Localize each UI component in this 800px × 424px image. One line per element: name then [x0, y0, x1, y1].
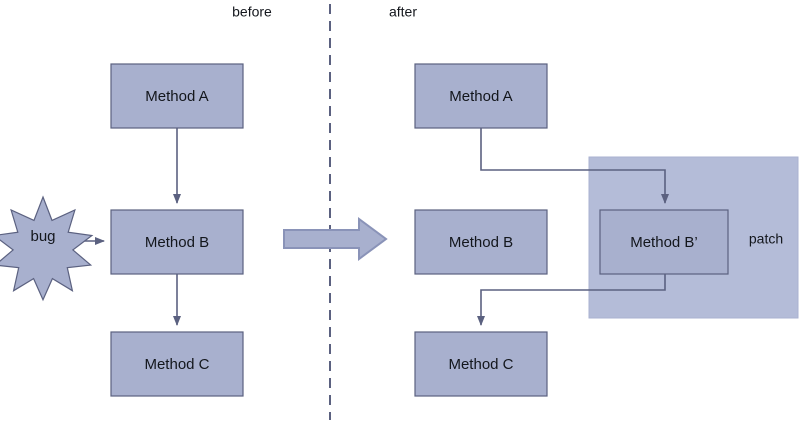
- before-title: before: [232, 4, 272, 20]
- after-method-b-box: [414, 209, 548, 275]
- patch-region-label: patch: [749, 231, 783, 247]
- before-method-c[interactable]: Method C: [110, 331, 244, 397]
- bug-star-shape: [0, 195, 94, 302]
- after-method-c-box: [414, 331, 548, 397]
- after-method-c[interactable]: Method C: [414, 331, 548, 397]
- after-method-a-box: [414, 63, 548, 129]
- before-method-c-label: Method C: [144, 356, 209, 373]
- after-title: after: [389, 4, 417, 20]
- after-method-b-label: Method B: [449, 234, 513, 251]
- after-method-b[interactable]: Method B: [414, 209, 548, 275]
- before-method-b-label: Method B: [145, 234, 209, 251]
- after-method-a-label: Method A: [449, 88, 512, 105]
- after-connectors: [477, 128, 669, 326]
- bug-star-label: bug: [30, 228, 55, 245]
- after-method-b-prime-box: [599, 209, 729, 275]
- after-method-b-prime-label: Method B’: [630, 234, 698, 251]
- before-method-b[interactable]: Method B: [110, 209, 244, 275]
- after-method-b-prime[interactable]: Method B’: [599, 209, 729, 275]
- before-method-b-box: [110, 209, 244, 275]
- bug-star[interactable]: bug: [0, 195, 94, 302]
- before-method-c-box: [110, 331, 244, 397]
- transition-arrow-shape: [283, 217, 388, 261]
- before-method-a[interactable]: Method A: [110, 63, 244, 129]
- transition-arrow: [283, 217, 388, 261]
- edge-after-a-to-bprime: [480, 128, 669, 204]
- after-method-a[interactable]: Method A: [414, 63, 548, 129]
- before-method-a-label: Method A: [145, 88, 208, 105]
- before-method-a-box: [110, 63, 244, 129]
- after-method-c-label: Method C: [448, 356, 513, 373]
- edge-after-bprime-to-c: [477, 274, 666, 326]
